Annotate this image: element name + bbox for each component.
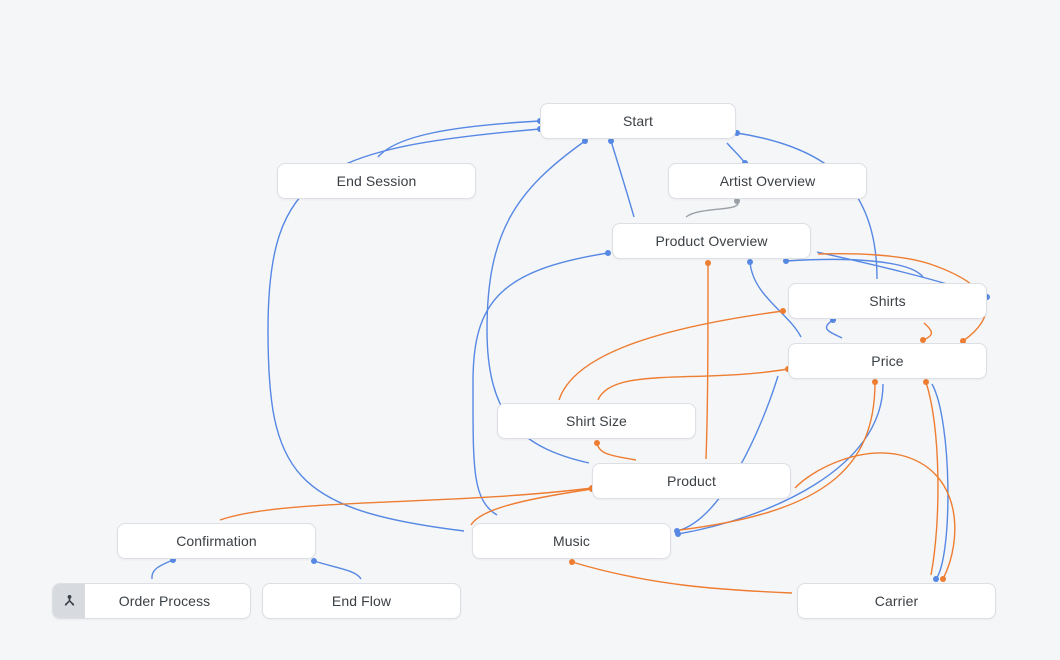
edge-product-to-confirmation[interactable] <box>219 487 593 521</box>
edge-start-to-music[interactable] <box>267 128 541 532</box>
edge-music-to-price[interactable] <box>677 383 884 535</box>
edge-shirts-to-shirt-size[interactable] <box>558 310 784 401</box>
edge-product-to-music[interactable] <box>470 488 593 526</box>
edge-source-dot <box>594 440 600 446</box>
node-music[interactable]: Music <box>472 523 671 559</box>
edge-carrier-to-price[interactable] <box>931 383 949 580</box>
node-label: Shirt Size <box>566 413 627 429</box>
node-price[interactable]: Price <box>788 343 987 379</box>
node-label: Product <box>667 473 716 489</box>
edge-start-to-end-session[interactable] <box>377 120 541 158</box>
edge-source-dot <box>734 198 740 204</box>
node-label: Order Process <box>118 593 211 609</box>
edge-price-to-shirts[interactable] <box>922 322 933 341</box>
edge-price-to-carrier[interactable] <box>925 381 939 576</box>
node-confirmation[interactable]: Confirmation <box>117 523 316 559</box>
edge-product-overview-to-shirts[interactable] <box>785 258 924 278</box>
edge-source-dot <box>872 379 878 385</box>
node-end-session[interactable]: End Session <box>277 163 476 199</box>
edge-price-to-shirt-size[interactable] <box>597 368 789 401</box>
edge-artist-overview-to-start[interactable] <box>726 142 746 164</box>
node-product[interactable]: Product <box>592 463 791 499</box>
node-shirts[interactable]: Shirts <box>788 283 987 319</box>
edge-confirmation-to-order-process[interactable] <box>151 559 174 580</box>
edge-source-dot <box>569 559 575 565</box>
edge-source-dot <box>920 337 926 343</box>
edge-source-dot <box>923 379 929 385</box>
node-label: Product Overview <box>655 233 768 249</box>
edge-start-to-product[interactable] <box>486 140 590 464</box>
edge-music-to-carrier[interactable] <box>571 561 793 594</box>
edge-source-dot <box>960 338 966 344</box>
node-label: End Session <box>336 173 417 189</box>
edge-music-to-price[interactable] <box>676 375 779 532</box>
edge-shirt-size-to-product[interactable] <box>596 442 637 461</box>
node-artist-overview[interactable]: Artist Overview <box>668 163 867 199</box>
node-label: End Flow <box>331 593 392 609</box>
edge-product-overview-to-product[interactable] <box>705 262 709 460</box>
node-label: Artist Overview <box>719 173 816 189</box>
edge-source-dot <box>783 258 789 264</box>
node-label: Confirmation <box>176 533 257 549</box>
node-end-flow[interactable]: End Flow <box>262 583 461 619</box>
node-shirt-size[interactable]: Shirt Size <box>497 403 696 439</box>
node-product-overview[interactable]: Product Overview <box>612 223 811 259</box>
edge-source-dot <box>674 528 680 534</box>
edge-source-dot <box>705 260 711 266</box>
edge-source-dot <box>940 576 946 582</box>
edge-start-to-product-overview[interactable] <box>610 140 635 218</box>
edge-source-dot <box>747 259 753 265</box>
node-label: Start <box>622 113 654 129</box>
node-start[interactable]: Start <box>540 103 736 139</box>
node-label: Carrier <box>874 593 919 609</box>
edge-price-to-music[interactable] <box>679 381 876 531</box>
edge-source-dot <box>605 250 611 256</box>
node-carrier[interactable]: Carrier <box>797 583 996 619</box>
edge-artist-overview-to-product-overview[interactable] <box>685 200 739 218</box>
node-label: Shirts <box>869 293 906 309</box>
node-order-process[interactable]: Order Process <box>52 583 251 619</box>
edge-price-to-product-overview[interactable] <box>817 252 987 342</box>
edge-product-overview-to-music[interactable] <box>472 252 609 516</box>
node-label: Price <box>871 353 904 369</box>
edge-source-dot <box>780 308 786 314</box>
edge-shirts-to-price[interactable] <box>825 319 843 339</box>
edge-source-dot <box>608 138 614 144</box>
edge-source-dot <box>582 138 588 144</box>
node-label: Music <box>552 533 591 549</box>
branch-icon <box>53 584 85 618</box>
edge-carrier-to-product[interactable] <box>794 452 956 580</box>
edge-source-dot <box>311 558 317 564</box>
edge-confirmation-to-end-flow[interactable] <box>313 560 362 580</box>
edge-product-overview-to-price[interactable] <box>749 261 802 338</box>
edge-source-dot <box>933 576 939 582</box>
